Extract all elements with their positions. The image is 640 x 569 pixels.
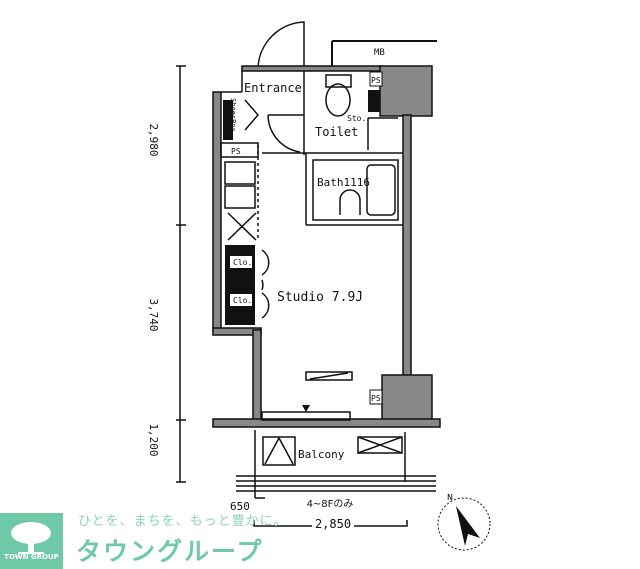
ps2-label: PS (231, 147, 241, 156)
bath-label: Bath1116 (317, 176, 370, 189)
logo-english: TOWN GROUP (4, 553, 59, 561)
window-marker (302, 405, 310, 412)
dim-v2: 3,740 (147, 298, 160, 331)
closet1-box (230, 256, 252, 268)
mb-label: MB (374, 48, 385, 58)
walls (212, 65, 441, 428)
ps1-label: PS (371, 76, 381, 85)
toilet-label: Toilet (315, 125, 358, 139)
ps1-box (369, 71, 383, 87)
north-compass-icon (437, 497, 491, 551)
closet2-label: Clo. (233, 296, 252, 305)
balcony-label: Balcony (298, 448, 345, 461)
studio-label: Studio 7.9J (277, 290, 363, 305)
dim-v3: 1,200 (147, 423, 160, 456)
entrance-door (257, 21, 305, 69)
logo-tagline: ひとを、まちを、もっと豊かに。 (78, 514, 288, 529)
entrance-label: Entrance (244, 81, 302, 95)
dim-h2: 2,850 (315, 517, 351, 531)
dim-v1: 2,980 (147, 123, 160, 156)
dimension-lines (176, 65, 408, 527)
ps3-box (369, 389, 383, 405)
storage-label: Sto. (347, 114, 366, 123)
logo-brand: タウングループ (76, 537, 264, 566)
ps3-label: PS (371, 394, 381, 403)
floors-note: 4~8Fのみ (307, 499, 354, 510)
closet1-label: Clo. (233, 258, 252, 267)
north-label: N (447, 493, 453, 502)
mb-area (331, 40, 437, 66)
partitions (220, 71, 403, 421)
balcony (236, 430, 436, 499)
shoes-box-label: ShoesBox (229, 98, 237, 132)
closet2-box (230, 294, 252, 306)
tree-icon (11, 522, 51, 554)
dim-h1: 650 (230, 500, 250, 513)
town-group-logo (0, 513, 63, 569)
